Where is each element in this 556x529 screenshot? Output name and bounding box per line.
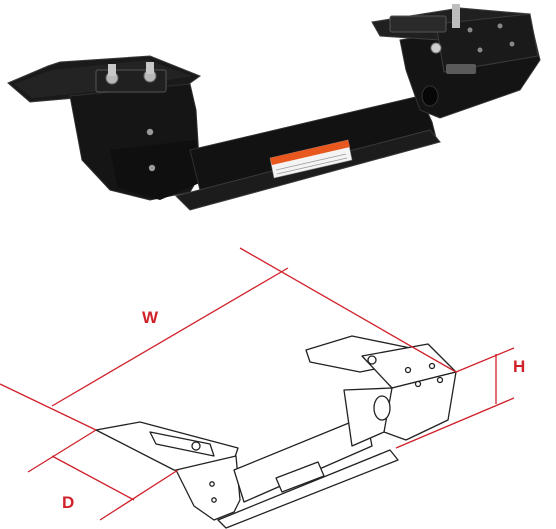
warning-sticker-text-lines [275, 153, 348, 175]
left-stud-bolt-1 [108, 64, 116, 76]
right-stud-rod [452, 4, 460, 28]
diagram-right-hole-4 [436, 376, 444, 384]
right-hole-2 [497, 23, 503, 29]
diagram-right-hole-3 [414, 380, 422, 388]
depth-extension-front [27, 429, 97, 473]
diagram-warning-label [275, 461, 325, 493]
depth-dimension-line [51, 455, 135, 501]
left-side-bolt-1 [146, 128, 154, 136]
height-label: H [513, 357, 525, 376]
diagram-left-bolt-1 [209, 481, 215, 487]
dimension-lines [0, 247, 515, 521]
warning-sticker-header [270, 140, 350, 165]
diagram-right-receiver-hole [373, 395, 391, 421]
height-extension-top [455, 347, 515, 373]
left-side-bolt-2 [148, 164, 156, 172]
width-dimension-line [51, 267, 289, 407]
diagram-crossbar-flange [217, 449, 399, 529]
diagram-crossbar [233, 415, 373, 503]
diagram-right-stud [367, 355, 377, 365]
diagram-left-bolt-2 [211, 497, 217, 503]
right-clamp-block [389, 15, 447, 33]
left-stud-bolt-2 [146, 62, 154, 74]
right-hole-4 [509, 41, 515, 47]
diagram-left-side-plate [175, 455, 241, 521]
right-pin-knob [430, 42, 442, 54]
height-extension-bottom [395, 397, 515, 449]
right-hole-3 [477, 47, 483, 53]
hitch-line-diagram [95, 335, 457, 529]
left-bracket-curve [110, 140, 202, 200]
width-extension-right [239, 247, 457, 373]
right-hole-1 [467, 27, 473, 33]
diagram-left-stud [191, 441, 201, 451]
hitch-bracket-photo [7, 4, 541, 211]
diagram-right-hole-1 [404, 366, 412, 374]
depth-label: D [62, 493, 74, 512]
depth-extension-back [99, 469, 179, 521]
width-label: W [142, 308, 159, 327]
right-top-face [435, 13, 539, 73]
diagram-right-hole-2 [428, 362, 436, 370]
width-extension-left [0, 383, 97, 431]
right-receiver-hole [421, 85, 439, 107]
logo-badge [446, 64, 476, 74]
